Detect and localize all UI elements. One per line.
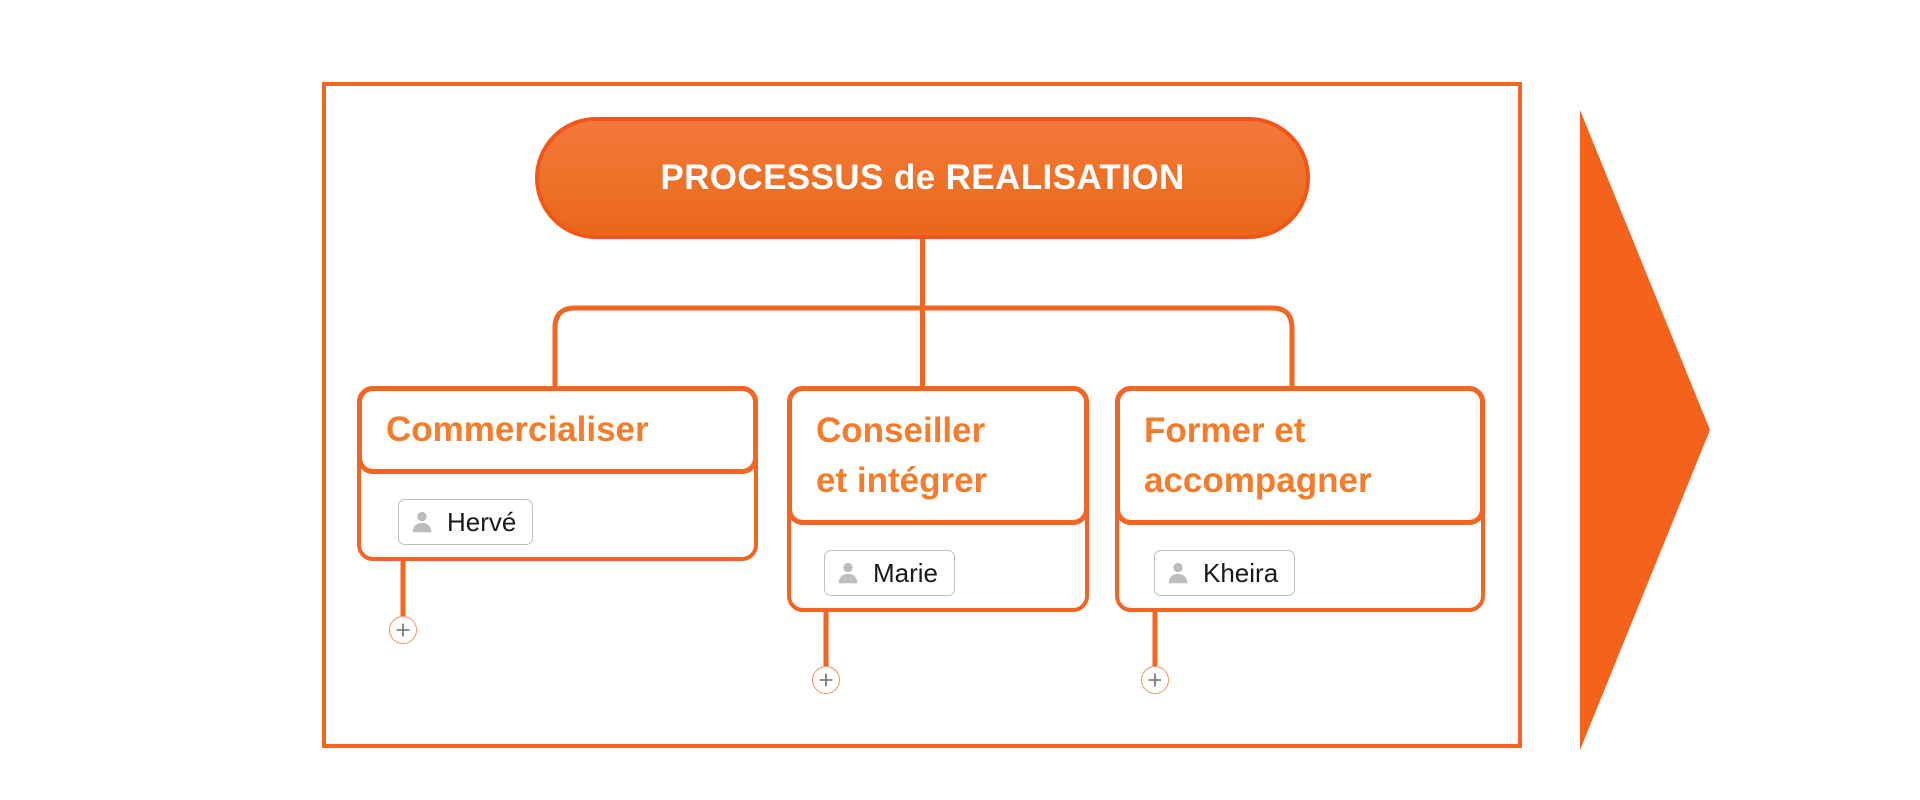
- person-icon: [412, 511, 432, 533]
- add-node-button-1[interactable]: [389, 616, 417, 644]
- person-name: Marie: [873, 557, 939, 588]
- process-card-former-et-accompagner[interactable]: Former et accompagner Kheira: [1115, 386, 1485, 612]
- arrow-right-icon: [1580, 110, 1710, 750]
- process-card-title: Conseiller et intégrer: [816, 410, 988, 500]
- process-card-commercialiser[interactable]: Commercialiser Hervé: [357, 386, 758, 561]
- process-card-header: Former et accompagner: [1115, 386, 1485, 525]
- process-card-title: Commercialiser: [386, 410, 649, 450]
- person-chip-marie[interactable]: Marie: [824, 550, 956, 596]
- person-chip-herve[interactable]: Hervé: [398, 499, 534, 545]
- root-process-label: PROCESSUS de REALISATION: [660, 158, 1185, 197]
- plus-icon: [819, 673, 833, 687]
- person-name: Kheira: [1203, 557, 1279, 588]
- root-process-pill[interactable]: PROCESSUS de REALISATION: [535, 117, 1310, 239]
- person-name: Hervé: [447, 506, 517, 537]
- add-node-button-2[interactable]: [812, 666, 840, 694]
- person-icon: [1168, 562, 1188, 584]
- plus-icon: [396, 623, 410, 637]
- person-chip-kheira[interactable]: Kheira: [1154, 550, 1296, 596]
- plus-icon: [1148, 673, 1162, 687]
- process-card-header: Commercialiser: [357, 386, 758, 474]
- process-card-title: Former et accompagner: [1144, 410, 1372, 500]
- process-card-conseiller-et-integrer[interactable]: Conseiller et intégrer Marie: [787, 386, 1089, 612]
- add-node-button-3[interactable]: [1141, 666, 1169, 694]
- process-card-header: Conseiller et intégrer: [787, 386, 1089, 525]
- person-icon: [838, 562, 858, 584]
